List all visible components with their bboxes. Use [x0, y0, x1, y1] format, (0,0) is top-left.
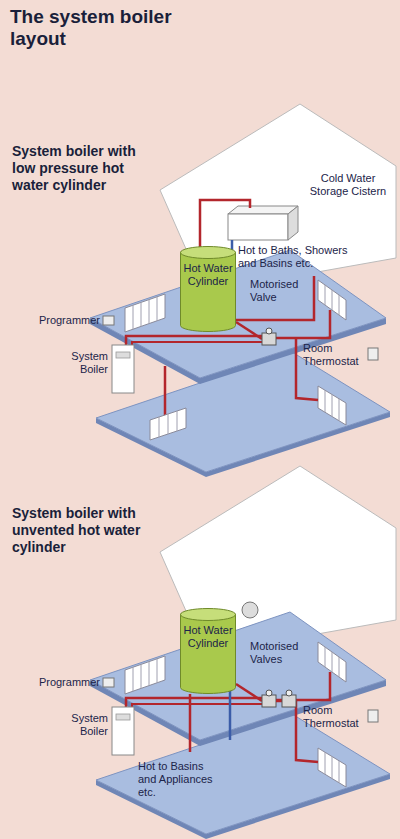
hot-water-cylinder: Hot Water Cylinder — [180, 246, 236, 332]
cylinder-shape — [180, 246, 236, 332]
cylinder-top — [181, 247, 236, 259]
hot-draw-off-pipe — [236, 276, 314, 320]
part-label: Motorised Valve — [250, 278, 312, 304]
part-label: Room Thermostat — [303, 342, 365, 368]
part-label: Room Thermostat — [303, 704, 365, 730]
section-heading: System boiler with unvented hot water cy… — [12, 505, 162, 555]
part-label: Programmer — [30, 314, 100, 327]
hot-water-cylinder: Hot Water Cylinder — [180, 608, 236, 694]
part-label: Programmer — [30, 676, 100, 689]
cylinder-top — [181, 609, 236, 621]
part-label: System Boiler — [60, 350, 108, 376]
part-label: Motorised Valves — [250, 640, 312, 666]
section-heading: System boiler with low pressure hot wate… — [12, 143, 162, 193]
cistern-top — [228, 206, 298, 214]
radiator — [150, 408, 186, 440]
cylinder-label: Hot Water Cylinder — [180, 246, 236, 294]
diagram-title: The system boiler layout — [10, 6, 210, 50]
expansion-vessel — [242, 602, 258, 618]
valve-head — [286, 690, 292, 696]
radiator-fins — [159, 411, 177, 437]
cylinder-label: Hot Water Cylinder — [180, 608, 236, 656]
cistern-side — [288, 206, 298, 240]
floor-set-bottom — [90, 612, 390, 839]
heating-pipe — [276, 700, 282, 703]
motorised-valve — [282, 695, 296, 707]
cylinder-shape — [180, 608, 236, 694]
floor-set-top — [90, 250, 390, 477]
part-label: Hot to Baths, Showers and Basins etc. — [238, 244, 358, 270]
cold-water-cistern — [228, 214, 288, 240]
part-label: Cold Water Storage Cistern — [305, 172, 391, 198]
vent-pipe — [200, 200, 250, 250]
hot-draw-off-pipe — [189, 694, 192, 752]
part-label: System Boiler — [60, 712, 108, 738]
part-label: Hot to Basins and Appliances etc. — [138, 760, 224, 800]
cold-mains-pipe — [229, 690, 232, 740]
